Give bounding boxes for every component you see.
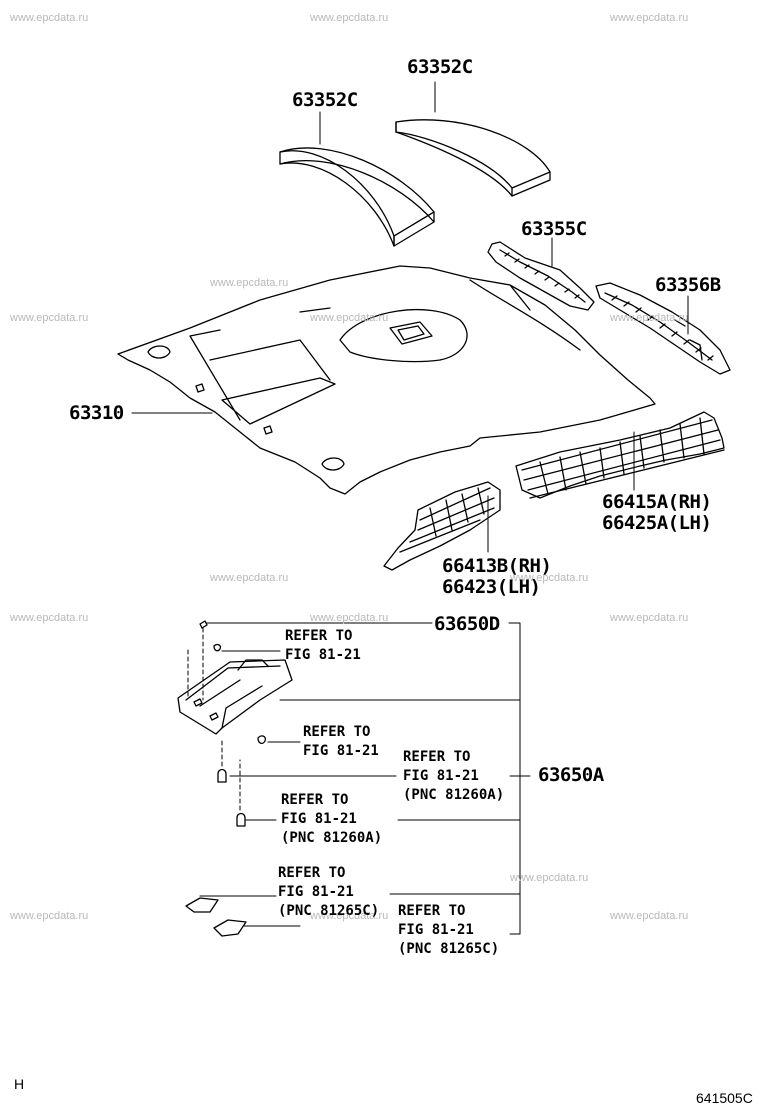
pad-63352c-right [395,119,551,197]
reinforcement-66415a [515,411,725,499]
part-label-63310[interactable]: 63310 [69,402,124,424]
reference-note[interactable]: REFER TO FIG 81-21 (PNC 81260A) [281,791,382,848]
reference-note-line: (PNC 81265C) [398,941,500,957]
bracket-63355c [487,241,595,311]
part-label-63355c[interactable]: 63355C [521,218,587,240]
watermark: www.epcdata.ru [610,910,689,922]
part-label-66423[interactable]: 66423(LH) [442,576,541,598]
pad-63352c-left [279,147,435,247]
watermark: www.epcdata.ru [310,910,389,922]
reference-note-line: REFER TO [403,749,471,765]
watermark: www.epcdata.ru [310,12,389,24]
watermark: www.epcdata.ru [210,572,289,584]
reference-note[interactable]: REFER TO FIG 81-21 (PNC 81265C) [398,902,499,959]
reference-note-line: FIG 81-21 [281,811,357,827]
reference-note-line: REFER TO [303,724,371,740]
reference-note-line: FIG 81-21 [285,647,361,663]
reference-note-line: (PNC 81265C) [278,903,380,919]
watermark: www.epcdata.ru [310,312,389,324]
watermark: www.epcdata.ru [310,612,389,624]
reference-note-line: FIG 81-21 [303,743,379,759]
figure-code: 641505C [696,1090,753,1106]
reference-note[interactable]: REFER TO FIG 81-21 (PNC 81265C) [278,864,379,921]
part-label-66413b[interactable]: 66413B(RH) [442,555,552,577]
watermark: www.epcdata.ru [610,12,689,24]
reference-note-line: FIG 81-21 [403,768,479,784]
reference-note[interactable]: REFER TO FIG 81-21 [303,723,379,761]
reference-note-line: REFER TO [281,792,349,808]
reference-note-line: REFER TO [278,865,346,881]
reference-note-line: (PNC 81260A) [403,787,505,803]
reinforcement-66413b [383,481,501,571]
part-label-63352c-right[interactable]: 63352C [407,56,473,78]
part-label-63352c-left[interactable]: 63352C [292,89,358,111]
corner-mark: H [14,1076,25,1092]
headliner-63310 [117,265,656,495]
reference-note-line: REFER TO [285,628,353,644]
reference-note-line: REFER TO [398,903,466,919]
assembly-leader-lines [199,622,531,935]
watermark: www.epcdata.ru [10,312,89,324]
reference-note[interactable]: REFER TO FIG 81-21 [285,627,361,665]
leader-lines [131,81,689,553]
watermark: www.epcdata.ru [610,312,689,324]
bracket-63356b [595,282,731,375]
part-label-66415a[interactable]: 66415A(RH) [602,491,712,513]
watermark: www.epcdata.ru [210,277,289,289]
reference-note-line: (PNC 81260A) [281,830,383,846]
console-assembly [177,620,293,937]
part-label-63650a[interactable]: 63650A [538,764,604,786]
watermark: www.epcdata.ru [610,612,689,624]
part-label-63356b[interactable]: 63356B [655,274,721,296]
reference-note-line: FIG 81-21 [278,884,354,900]
watermark: www.epcdata.ru [10,910,89,922]
watermark: www.epcdata.ru [510,572,589,584]
watermark: www.epcdata.ru [510,872,589,884]
part-label-66425a[interactable]: 66425A(LH) [602,512,712,534]
watermark: www.epcdata.ru [10,612,89,624]
reference-note-line: FIG 81-21 [398,922,474,938]
reference-note[interactable]: REFER TO FIG 81-21 (PNC 81260A) [403,748,504,805]
watermark: www.epcdata.ru [10,12,89,24]
part-label-63650d[interactable]: 63650D [434,613,500,635]
